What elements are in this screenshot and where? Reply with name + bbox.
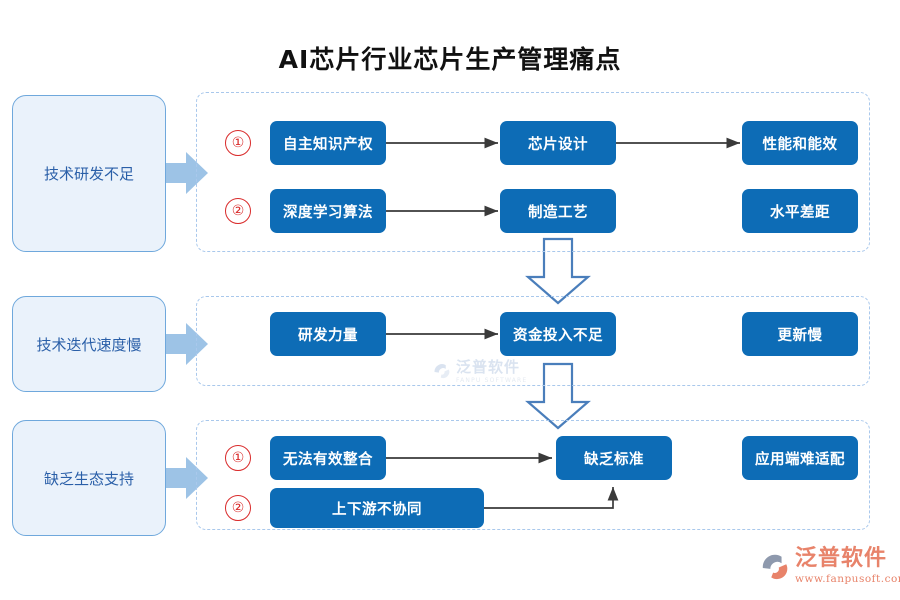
node-label: 性能和能效 [762, 136, 838, 153]
node-box-chip-design[interactable]: 芯片设计 [500, 121, 616, 165]
category-label-row2: 技术迭代速度慢 [36, 335, 142, 354]
node-box-cannot-integrate[interactable]: 无法有效整合 [270, 436, 386, 480]
node-label: 应用端难适配 [755, 451, 845, 468]
category-box-row3[interactable]: 缺乏生态支持 [12, 420, 166, 536]
group-container-row2 [196, 296, 870, 386]
fanpu-logo-icon [434, 364, 450, 379]
category-label-row1: 技术研发不足 [43, 165, 134, 183]
node-box-upstream-downstream-uncoordinated[interactable]: 上下游不协同 [270, 488, 484, 528]
index-marker-row1-1: ① [225, 130, 251, 156]
fanpu-logo-icon [762, 554, 788, 579]
logo-brand: 泛普软件 [795, 546, 888, 571]
node-label: 自主知识产权 [283, 136, 373, 153]
node-box-level-gap[interactable]: 水平差距 [742, 189, 858, 233]
node-box-deep-learning-algorithm[interactable]: 深度学习算法 [270, 189, 386, 233]
node-box-insufficient-funding[interactable]: 资金投入不足 [500, 312, 616, 356]
category-box-row2[interactable]: 技术迭代速度慢 [12, 296, 166, 392]
node-label: 缺乏标准 [584, 451, 644, 468]
node-box-rd-power[interactable]: 研发力量 [270, 312, 386, 356]
category-box-row1[interactable]: 技术研发不足 [12, 95, 166, 252]
group-container-row3 [196, 420, 870, 530]
fanpu-logo: 泛普软件 www.fanpusoft.com [760, 548, 900, 585]
node-box-manufacturing-process[interactable]: 制造工艺 [500, 189, 616, 233]
node-label: 资金投入不足 [513, 327, 603, 344]
node-box-slow-update[interactable]: 更新慢 [742, 312, 858, 356]
node-box-performance-efficiency[interactable]: 性能和能效 [742, 121, 858, 165]
logo-url: www.fanpusoft.com [795, 573, 900, 585]
index-marker-row1-2: ② [225, 198, 251, 224]
group-container-row1 [196, 92, 870, 252]
page-title: AI芯片行业芯片生产管理痛点 [278, 45, 622, 74]
node-label: 制造工艺 [528, 204, 588, 221]
node-label: 水平差距 [770, 204, 830, 221]
center-watermark: 泛普软件 FANPU SOFTWARE [432, 360, 527, 384]
node-label: 深度学习算法 [283, 204, 373, 221]
index-marker-row3-1: ① [225, 445, 251, 471]
node-label: 更新慢 [777, 327, 823, 344]
node-box-independent-ip[interactable]: 自主知识产权 [270, 121, 386, 165]
node-label: 研发力量 [298, 327, 358, 344]
node-label: 无法有效整合 [283, 451, 373, 468]
node-label: 上下游不协同 [332, 501, 422, 518]
category-label-row3: 缺乏生态支持 [43, 469, 134, 488]
node-box-hard-adaptation[interactable]: 应用端难适配 [742, 436, 858, 480]
watermark-sub: FANPU SOFTWARE [456, 377, 528, 384]
index-marker-row3-2: ② [225, 495, 251, 521]
node-box-lack-standard[interactable]: 缺乏标准 [556, 436, 672, 480]
watermark-brand: 泛普软件 [456, 358, 521, 376]
node-label: 芯片设计 [528, 136, 588, 153]
